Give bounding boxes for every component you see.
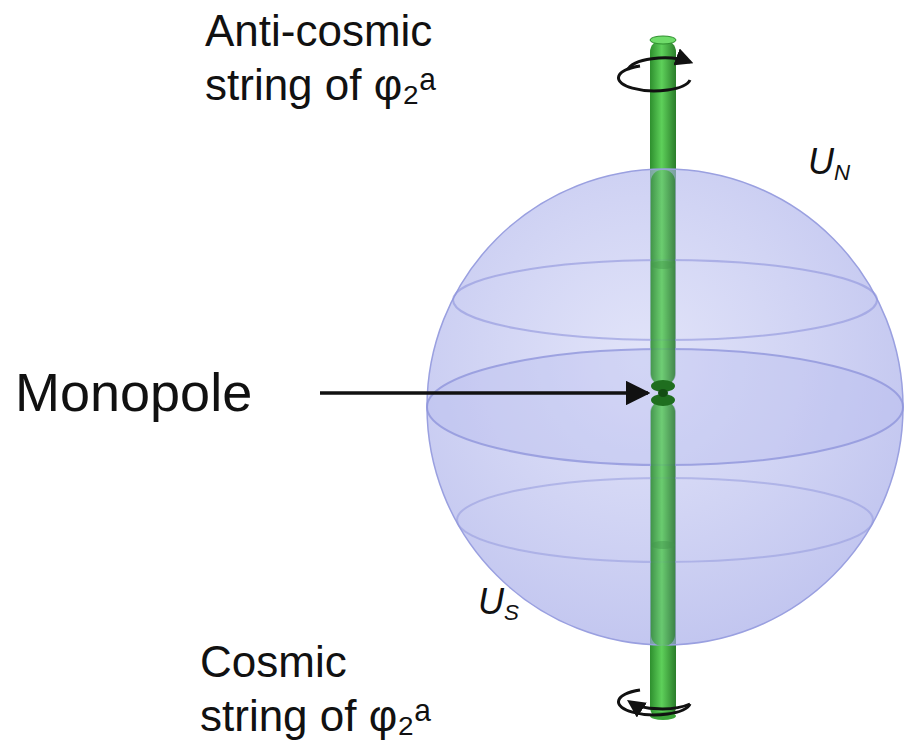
leader-arrow [320, 391, 648, 395]
string-inside [651, 170, 675, 646]
text-label: Cosmic string of φ₂ᵃ [200, 635, 450, 742]
region-label: US [478, 580, 558, 626]
monopole [651, 380, 675, 406]
text-label: Anti-cosmic string of φ₂ᵃ [205, 4, 455, 111]
text-label: Monopole [15, 360, 315, 425]
region-label: UN [808, 140, 888, 186]
winding-arrow [618, 58, 690, 715]
sphere [427, 169, 903, 645]
cosmic-string [650, 36, 676, 720]
